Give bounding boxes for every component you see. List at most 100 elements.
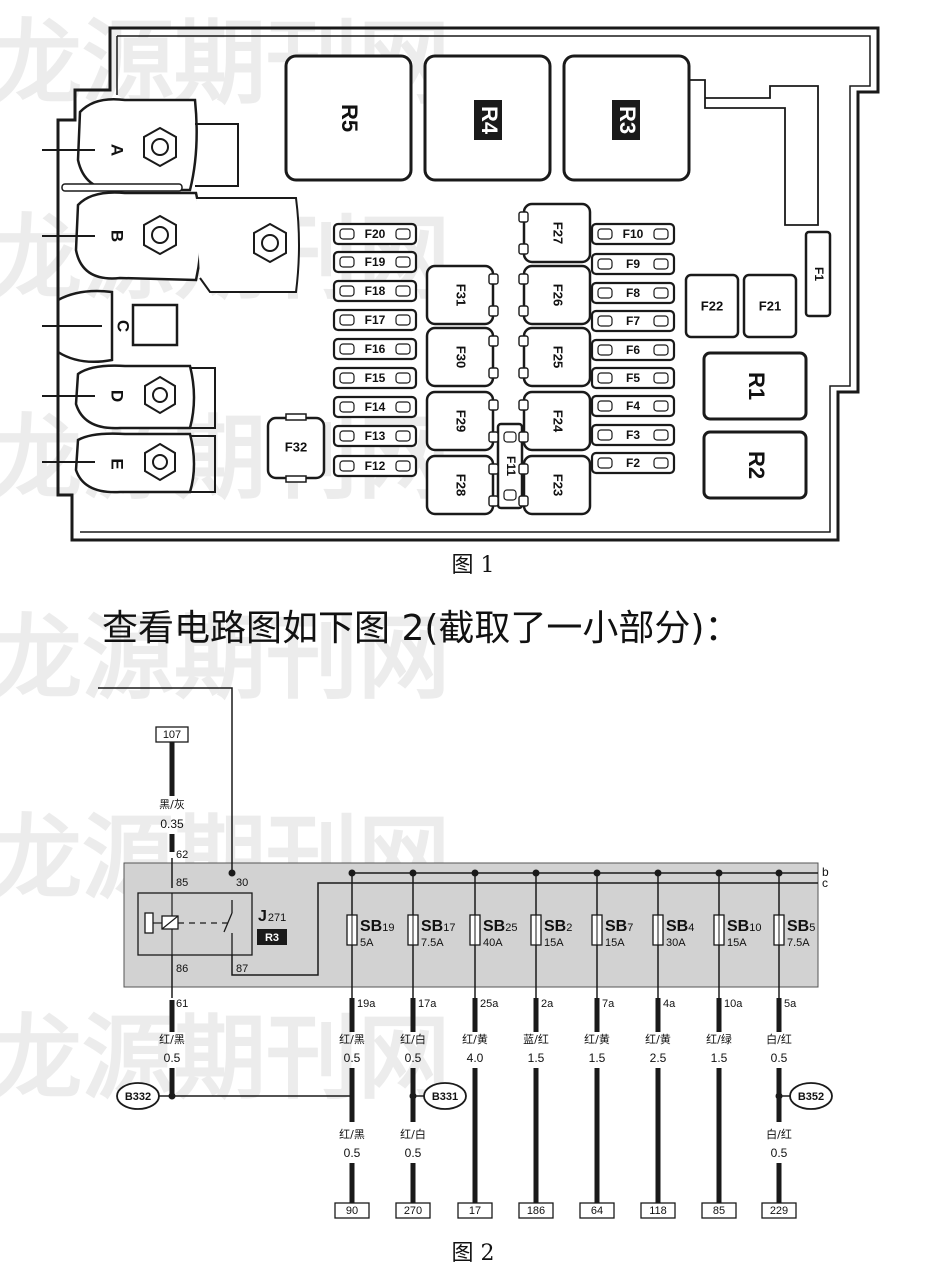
connector-A-label: A xyxy=(108,144,127,156)
fuse-label: F14 xyxy=(365,400,386,414)
fuse-window xyxy=(653,457,669,469)
wire-107-size: 0.35 xyxy=(160,817,184,831)
sb-num: 25 xyxy=(505,922,517,934)
terminal-box xyxy=(579,1202,615,1219)
fuse-label: F27 xyxy=(551,222,566,244)
relay-J271-name: J271 xyxy=(258,908,286,925)
fuse-window xyxy=(395,430,411,442)
sb-amp: 15A xyxy=(727,937,747,949)
wire-107-color: 黑/灰 xyxy=(159,797,185,811)
lug-D-tab xyxy=(190,367,216,429)
relay-sub: 271 xyxy=(268,912,286,924)
sb-pin: 2a xyxy=(541,998,554,1010)
fuse-F10: F10 xyxy=(590,222,676,246)
sb-name: SB xyxy=(421,918,443,935)
relay-R5-label: R5 xyxy=(337,104,362,132)
fuse-F1: F1 xyxy=(804,230,832,318)
fuse-window xyxy=(653,400,669,412)
body-text: 查看电路图如下图 2(截取了一小部分)： xyxy=(102,608,740,649)
fuse-F22-label: F22 xyxy=(701,298,723,313)
fuse-window xyxy=(597,429,613,441)
wire-size: 0.5 xyxy=(344,1146,361,1160)
fuse-clip xyxy=(488,495,499,507)
fuse-body xyxy=(590,252,676,276)
fuse-window xyxy=(395,401,411,413)
terminal-box xyxy=(701,1202,737,1219)
fuse-window xyxy=(395,256,411,268)
relay-pin-87: 87 xyxy=(236,963,248,975)
housing-bracket xyxy=(690,79,819,226)
sb-num: 5 xyxy=(809,922,815,934)
fuse-window xyxy=(653,287,669,299)
fuse-label: F25 xyxy=(551,346,566,368)
lug-B-extension xyxy=(196,197,300,293)
fuse-body xyxy=(332,279,418,303)
relay-tag-box xyxy=(257,929,287,945)
fuse-label: F24 xyxy=(551,410,566,433)
fuse-clip xyxy=(518,463,529,475)
connector-E-label: E xyxy=(108,458,127,469)
relay-R3: R3 xyxy=(562,54,691,182)
fuse-body xyxy=(522,264,592,326)
sb-fuse-name: SB5 xyxy=(787,918,815,935)
connector-B-label: B xyxy=(108,230,127,242)
relay-R1-body xyxy=(702,351,808,421)
nut-icon xyxy=(144,375,176,415)
relay-R2-body xyxy=(702,430,808,500)
fuse-F32-label: F32 xyxy=(285,439,307,454)
relay-R4-tag xyxy=(474,100,502,140)
fuse-F8: F8 xyxy=(590,281,676,305)
nut-icon xyxy=(143,126,177,168)
fuse-F11-window xyxy=(503,489,517,501)
lug-A-body xyxy=(76,98,198,192)
fuse-body xyxy=(522,390,592,452)
fuse-F3: F3 xyxy=(590,423,676,447)
fuse-body xyxy=(590,222,676,246)
sb-name: SB xyxy=(483,918,505,935)
fuse-body xyxy=(590,309,676,333)
fuse-body xyxy=(332,250,418,274)
fuse-clip xyxy=(488,463,499,475)
fuse-label: F9 xyxy=(626,257,640,271)
fuse-window xyxy=(597,400,613,412)
fuse-body xyxy=(522,326,592,388)
relay-87-output xyxy=(231,882,818,976)
terminal-label: 270 xyxy=(404,1205,422,1217)
fuse-window xyxy=(395,285,411,297)
sb-name: SB xyxy=(787,918,809,935)
fuse-window xyxy=(339,256,355,268)
fuse-F11: F11 xyxy=(496,422,524,510)
sb-pin: 10a xyxy=(724,998,743,1010)
fuse-window xyxy=(339,314,355,326)
connector-B352-label: B352 xyxy=(798,1091,824,1103)
sb-pin: 25a xyxy=(480,998,499,1010)
wire-61-size: 0.5 xyxy=(164,1051,181,1065)
relay-pin-30: 30 xyxy=(236,877,248,889)
fuse-body xyxy=(425,264,495,326)
relay-name: J xyxy=(258,908,267,925)
sb-num: 17 xyxy=(443,922,455,934)
sb-amp: 15A xyxy=(544,937,564,949)
watermark-text: 龙源期刊网 xyxy=(0,605,450,712)
fuse-F7: F7 xyxy=(590,309,676,333)
fuse-label: F6 xyxy=(626,343,640,357)
nut-icon xyxy=(143,214,177,256)
fuse-window xyxy=(597,372,613,384)
sb-amp: 7.5A xyxy=(787,937,810,949)
fuse-label: F2 xyxy=(626,456,640,470)
sb-fuse-name: SB10 xyxy=(727,918,761,935)
fuse-body xyxy=(332,395,418,419)
lug-A-tab xyxy=(195,123,239,187)
fuse-window xyxy=(395,314,411,326)
fuse-F22: F22 xyxy=(684,273,740,339)
feed-wire xyxy=(98,687,233,873)
sb-name: SB xyxy=(605,918,627,935)
fuse-body xyxy=(590,451,676,475)
fuse-window xyxy=(395,343,411,355)
fuse-window xyxy=(339,401,355,413)
